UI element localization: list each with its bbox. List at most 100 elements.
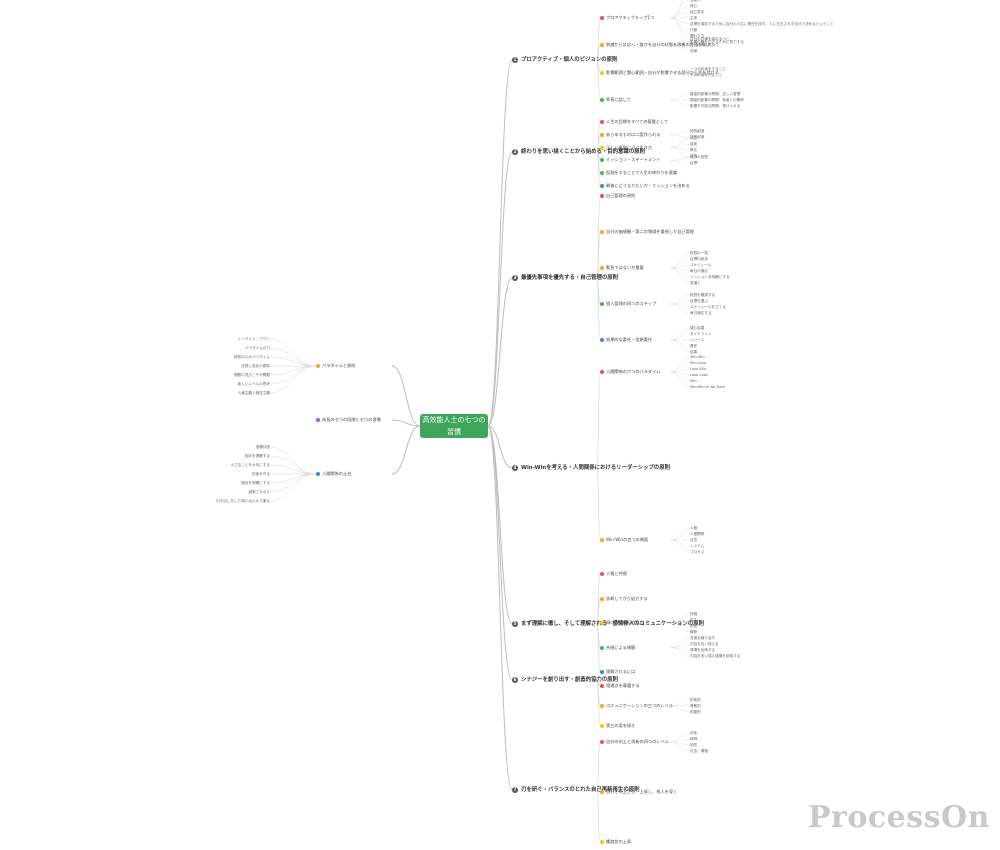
leaf-node[interactable]: 結果 bbox=[690, 349, 698, 354]
leaf-node[interactable]: ガイドライン bbox=[690, 331, 712, 336]
leaf-node[interactable]: 目標の設定 bbox=[690, 256, 708, 261]
root-node[interactable]: 高效能人士の七つの習慣 bbox=[420, 414, 488, 438]
leaf-node[interactable]: 公正 bbox=[690, 136, 698, 141]
leaf-node[interactable]: Win-Win bbox=[690, 354, 705, 359]
leaf-node[interactable]: 役割の一覧 bbox=[690, 250, 708, 255]
leaf-node[interactable]: 精神 bbox=[690, 736, 698, 741]
leaf-node[interactable]: 関わり方 bbox=[690, 33, 705, 38]
left-leaf-node[interactable]: インサイド・アウト bbox=[237, 336, 270, 341]
leaf-node[interactable]: 想像力 bbox=[690, 0, 701, 3]
sub-node[interactable]: 役割をすることで人生の終わりを意識 bbox=[600, 170, 677, 176]
sub-node[interactable]: コミュニケーションの三つのレベル bbox=[600, 703, 673, 709]
leaf-node[interactable]: 影響不可能な問題：受け入れる bbox=[690, 103, 741, 108]
left-branch-3[interactable]: 人間関係の土台 bbox=[316, 471, 351, 477]
leaf-node[interactable]: 良心 bbox=[690, 3, 698, 8]
sub-node[interactable]: 自己管理の原則 bbox=[600, 193, 635, 199]
leaf-node[interactable]: システム bbox=[690, 543, 705, 548]
sub-node[interactable]: 自分の向上と再新の四つのレベル bbox=[600, 739, 669, 745]
sub-node[interactable]: Win-Winの五つの側面 bbox=[600, 537, 648, 543]
leaf-node[interactable]: 行動 bbox=[690, 27, 698, 32]
sub-node[interactable]: 四つの自叙伝的反応 bbox=[600, 620, 644, 626]
sub-node[interactable]: ミッション・ステートメント bbox=[600, 157, 660, 163]
leaf-node[interactable]: 感情を反映する bbox=[690, 648, 716, 652]
leaf-node[interactable]: 自分の考えを持つ bbox=[690, 42, 719, 47]
sub-node[interactable]: 影響範囲と関心範囲・自分が影響できる部分から手を付ける bbox=[600, 70, 719, 76]
left-leaf-node[interactable]: 約束を守る bbox=[252, 471, 270, 476]
leaf-node[interactable]: 独立意志 bbox=[690, 9, 705, 14]
leaf-node[interactable]: 内容を言い換え感情を反映する bbox=[690, 654, 741, 658]
leaf-node[interactable]: 一つの約束をすること bbox=[690, 67, 726, 72]
left-leaf-node[interactable]: 引き出しをした時には心から謝る bbox=[216, 498, 270, 503]
leaf-node[interactable]: 自分の意識を高めるべし bbox=[690, 36, 730, 41]
sub-node[interactable]: 人間関係の六つのパラダイム bbox=[600, 369, 660, 375]
leaf-node[interactable]: 知的創造 bbox=[690, 129, 705, 134]
leaf-node[interactable]: 望む結果 bbox=[690, 325, 705, 330]
leaf-node[interactable]: 自律 bbox=[690, 48, 698, 53]
left-branch-2[interactable]: 成長の七つの段階と七つの習慣 bbox=[316, 417, 381, 423]
left-leaf-node[interactable]: 問題の見方こそが問題 bbox=[234, 372, 270, 377]
leaf-node[interactable]: Win-Lose bbox=[690, 360, 707, 365]
leaf-node[interactable]: 知性 bbox=[690, 742, 698, 747]
sub-node[interactable]: 正しい原則に沿う生き方 bbox=[600, 145, 652, 151]
sub-node[interactable]: 螺旋状の上昇 bbox=[600, 839, 631, 845]
sub-node[interactable]: 診断してから処方する bbox=[600, 596, 648, 602]
leaf-node[interactable]: 目標を達成するために自分の人生に責任を持ち、人に左右されず自分で決めるということ bbox=[690, 21, 834, 26]
leaf-node[interactable]: 間接的影響の問題：他者との関係 bbox=[690, 97, 744, 102]
sub-node[interactable]: 自分の価値観・第二の領域を重視した自己管理 bbox=[600, 229, 694, 235]
sub-node[interactable]: プロアクティブキップ1つ bbox=[600, 15, 654, 21]
leaf-node[interactable]: 人間関係 bbox=[690, 531, 705, 536]
sub-node[interactable]: あらゆるものは二度作られる bbox=[600, 132, 660, 138]
leaf-node[interactable]: 誠実 bbox=[690, 142, 698, 147]
sub-node[interactable]: 相違点を尊重する bbox=[600, 683, 640, 689]
leaf-node[interactable]: スケジュールを立てる bbox=[690, 304, 726, 309]
leaf-node[interactable]: 奉仕 bbox=[690, 148, 698, 153]
leaf-node[interactable]: 毎日の適応 bbox=[690, 268, 708, 273]
leaf-node[interactable]: プロセス bbox=[690, 549, 705, 554]
sub-node[interactable]: 刺激から反応へ・誰かを自分の状態を改善の方法を学ぶ bbox=[600, 42, 711, 48]
leaf-node[interactable]: 合意 bbox=[690, 537, 698, 542]
left-leaf-node[interactable]: 新しいレベルの思考 bbox=[237, 381, 270, 386]
leaf-node[interactable]: 物的創造 bbox=[690, 135, 705, 140]
sub-node[interactable]: 個人管理の四つのステップ bbox=[600, 301, 656, 307]
leaf-node[interactable]: 肉体 bbox=[690, 730, 698, 735]
leaf-node[interactable]: 尊敬的 bbox=[690, 703, 701, 708]
leaf-node[interactable]: 防衛的 bbox=[690, 697, 701, 702]
sub-node[interactable]: 第三の案を探す bbox=[600, 723, 635, 729]
sub-node[interactable]: 率直に話して bbox=[600, 97, 631, 103]
leaf-node[interactable]: 助言 bbox=[690, 623, 698, 628]
sub-node[interactable]: 共感による傾聴 bbox=[600, 645, 635, 651]
leaf-node[interactable]: 成長 bbox=[690, 154, 698, 159]
leaf-node[interactable]: 見通し bbox=[690, 280, 701, 285]
left-leaf-node[interactable]: 原則中心のパラダイム bbox=[234, 354, 270, 359]
leaf-node[interactable]: リソース bbox=[690, 337, 705, 342]
left-leaf-node[interactable]: 成長と変化の原則 bbox=[241, 363, 270, 368]
sub-node[interactable]: 人格と共感 bbox=[600, 571, 627, 577]
sub-node[interactable]: 人生の目標をすべての基盤として bbox=[600, 119, 668, 125]
sub-node[interactable]: 最後にどうなりたいか・ミッションを決める bbox=[600, 183, 690, 189]
leaf-node[interactable]: Win-Win or No Deal bbox=[690, 384, 725, 389]
left-leaf-node[interactable]: 人格主義と個性主義 bbox=[237, 390, 270, 395]
leaf-node[interactable]: 影響の輪を広げるために努力する bbox=[690, 39, 744, 44]
sub-node[interactable]: 理解されるには bbox=[600, 669, 635, 675]
left-leaf-node[interactable]: 相手を理解する bbox=[244, 453, 270, 458]
leaf-node[interactable]: 人格 bbox=[690, 525, 698, 530]
left-branch-1[interactable]: パラダイムと原則 bbox=[316, 363, 355, 369]
leaf-node[interactable]: Win bbox=[690, 378, 697, 383]
leaf-node[interactable]: 目標を選ぶ bbox=[690, 298, 708, 303]
leaf-node[interactable]: 社会・情緒 bbox=[690, 748, 708, 753]
left-leaf-node[interactable]: 小さなことを大切にする bbox=[230, 462, 270, 467]
leaf-node[interactable]: 責任 bbox=[690, 343, 698, 348]
left-leaf-node[interactable]: パラダイムの力 bbox=[244, 345, 270, 350]
leaf-node[interactable]: 役割を確認する bbox=[690, 292, 716, 297]
leaf-node[interactable]: その約束を守ること bbox=[690, 73, 723, 78]
leaf-node[interactable]: ミッションを明確にする bbox=[690, 274, 730, 279]
leaf-node[interactable]: 相乗的 bbox=[690, 709, 701, 714]
leaf-node[interactable]: 目標 bbox=[690, 160, 698, 165]
left-leaf-node[interactable]: 信頼口座 bbox=[255, 444, 270, 449]
leaf-node[interactable]: 内容を言い換える bbox=[690, 642, 719, 646]
